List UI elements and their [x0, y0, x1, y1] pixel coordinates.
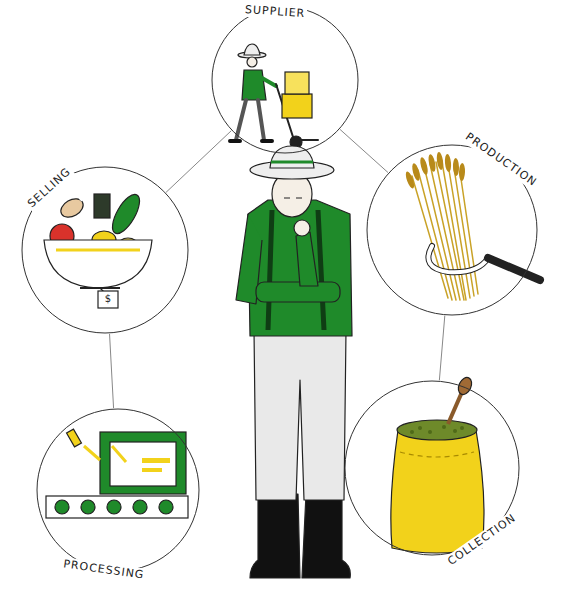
supplier-icon-part — [247, 57, 257, 67]
selling-icon-part — [56, 249, 140, 252]
collection-icon-part-part — [442, 425, 446, 429]
processing-icon-part-part — [55, 500, 69, 514]
collection-icon — [391, 375, 484, 553]
processing-icon-part — [84, 446, 100, 460]
collection-icon-part — [410, 425, 464, 434]
production-icon-part-part — [448, 164, 470, 298]
production-icon-part — [428, 246, 488, 272]
stage-label: SELLING — [24, 164, 76, 213]
ring-connector — [166, 131, 231, 193]
farmer-figure-part — [250, 494, 300, 578]
collection-icon-part — [400, 452, 474, 457]
supplier-icon-part — [282, 94, 312, 118]
price-symbol: $ — [105, 293, 111, 305]
supplier-icon-part — [244, 44, 260, 55]
production-icon-part-part — [444, 154, 452, 172]
farmer-figure-part — [294, 220, 310, 236]
production-icon-part-part — [459, 163, 466, 181]
circle-outline — [211, 6, 359, 154]
processing-icon-part-part — [133, 500, 147, 514]
supplier-icon — [230, 44, 318, 148]
selling-icon-part — [80, 190, 90, 200]
processing-icon-part — [46, 496, 188, 518]
stage-circle: PRODUCTION — [366, 144, 538, 316]
collection-icon-part — [456, 375, 474, 396]
collection-icon-part — [448, 392, 462, 424]
farmer-figure-part — [271, 161, 313, 164]
collection-icon-part-part — [428, 430, 432, 434]
supplier-icon-part — [230, 139, 272, 143]
production-icon-part-part — [460, 172, 478, 294]
production-icon-part — [412, 162, 478, 300]
stage-label: COLLECTION — [444, 510, 521, 570]
farmer-figure-part — [256, 282, 340, 302]
farmer-figure-part — [268, 210, 324, 330]
collection-icon-part — [397, 420, 477, 440]
production-icon-part-part — [404, 171, 416, 190]
production-icon-part-part — [427, 154, 437, 173]
selling-icon-part — [107, 190, 145, 237]
processing-icon-part — [142, 458, 170, 463]
farmer-figure-part — [296, 232, 318, 286]
processing-icon-part-part — [107, 500, 121, 514]
stage-circle: COLLECTION — [344, 380, 520, 556]
production-icon-part — [428, 246, 488, 272]
supplier-icon-part — [242, 70, 266, 100]
supplier-icon-part — [236, 100, 264, 140]
collection-icon-part — [391, 430, 484, 553]
ring-connector — [340, 129, 388, 172]
processing-icon-part-part — [159, 500, 173, 514]
stage-circle: SELLING — [21, 166, 189, 334]
processing-icon-part — [112, 446, 126, 462]
stage-label: SUPPLIER — [242, 3, 307, 21]
production-icon-part-part — [419, 157, 429, 176]
production-icon-part-part — [442, 162, 466, 300]
collection-icon-part-part — [410, 430, 414, 434]
processing-icon-part — [67, 429, 82, 447]
circle-outline — [37, 409, 199, 571]
production-icon-part-part — [436, 162, 464, 300]
selling-icon-part — [44, 240, 152, 288]
farmer-figure-part — [254, 330, 346, 500]
stage-circle: PROCESSING — [36, 408, 200, 572]
supplier-icon-part — [262, 78, 276, 86]
collection-icon-part-part — [453, 429, 457, 433]
production-icon-part-part — [436, 152, 444, 171]
selling-icon-part — [98, 291, 118, 308]
production-icon-part-part — [454, 168, 474, 296]
processing-icon-part — [55, 500, 173, 514]
circle-outline — [36, 408, 200, 572]
processing-icon-part — [110, 442, 176, 486]
processing-icon-part-part — [81, 500, 95, 514]
farmer-figure — [236, 146, 352, 578]
processing-icon-part — [142, 468, 162, 472]
farmer-figure-part — [248, 200, 352, 336]
ring-connector — [439, 316, 444, 381]
selling-icon-part — [94, 194, 110, 218]
ring-connector — [110, 334, 114, 408]
farmer-figure-part — [284, 197, 302, 198]
supplier-icon-part — [285, 72, 309, 94]
collection-icon-part-part — [418, 426, 422, 430]
collection-icon-part-part — [460, 426, 464, 430]
farmer-figure-part — [302, 494, 350, 578]
production-icon-part-part — [453, 158, 460, 176]
production-icon-part — [488, 258, 540, 280]
production-icon-part-part — [412, 176, 448, 298]
production-icon-part — [404, 152, 465, 190]
processing-icon-part — [100, 432, 186, 494]
stage-label: PROCESSING — [61, 557, 148, 583]
production-icon-part-part — [430, 164, 460, 300]
selling-icon — [44, 190, 152, 308]
stage-label: PRODUCTION — [461, 129, 541, 191]
stage-circle: SUPPLIER — [211, 6, 359, 154]
processing-icon — [46, 429, 188, 518]
circle-outline — [212, 7, 358, 153]
